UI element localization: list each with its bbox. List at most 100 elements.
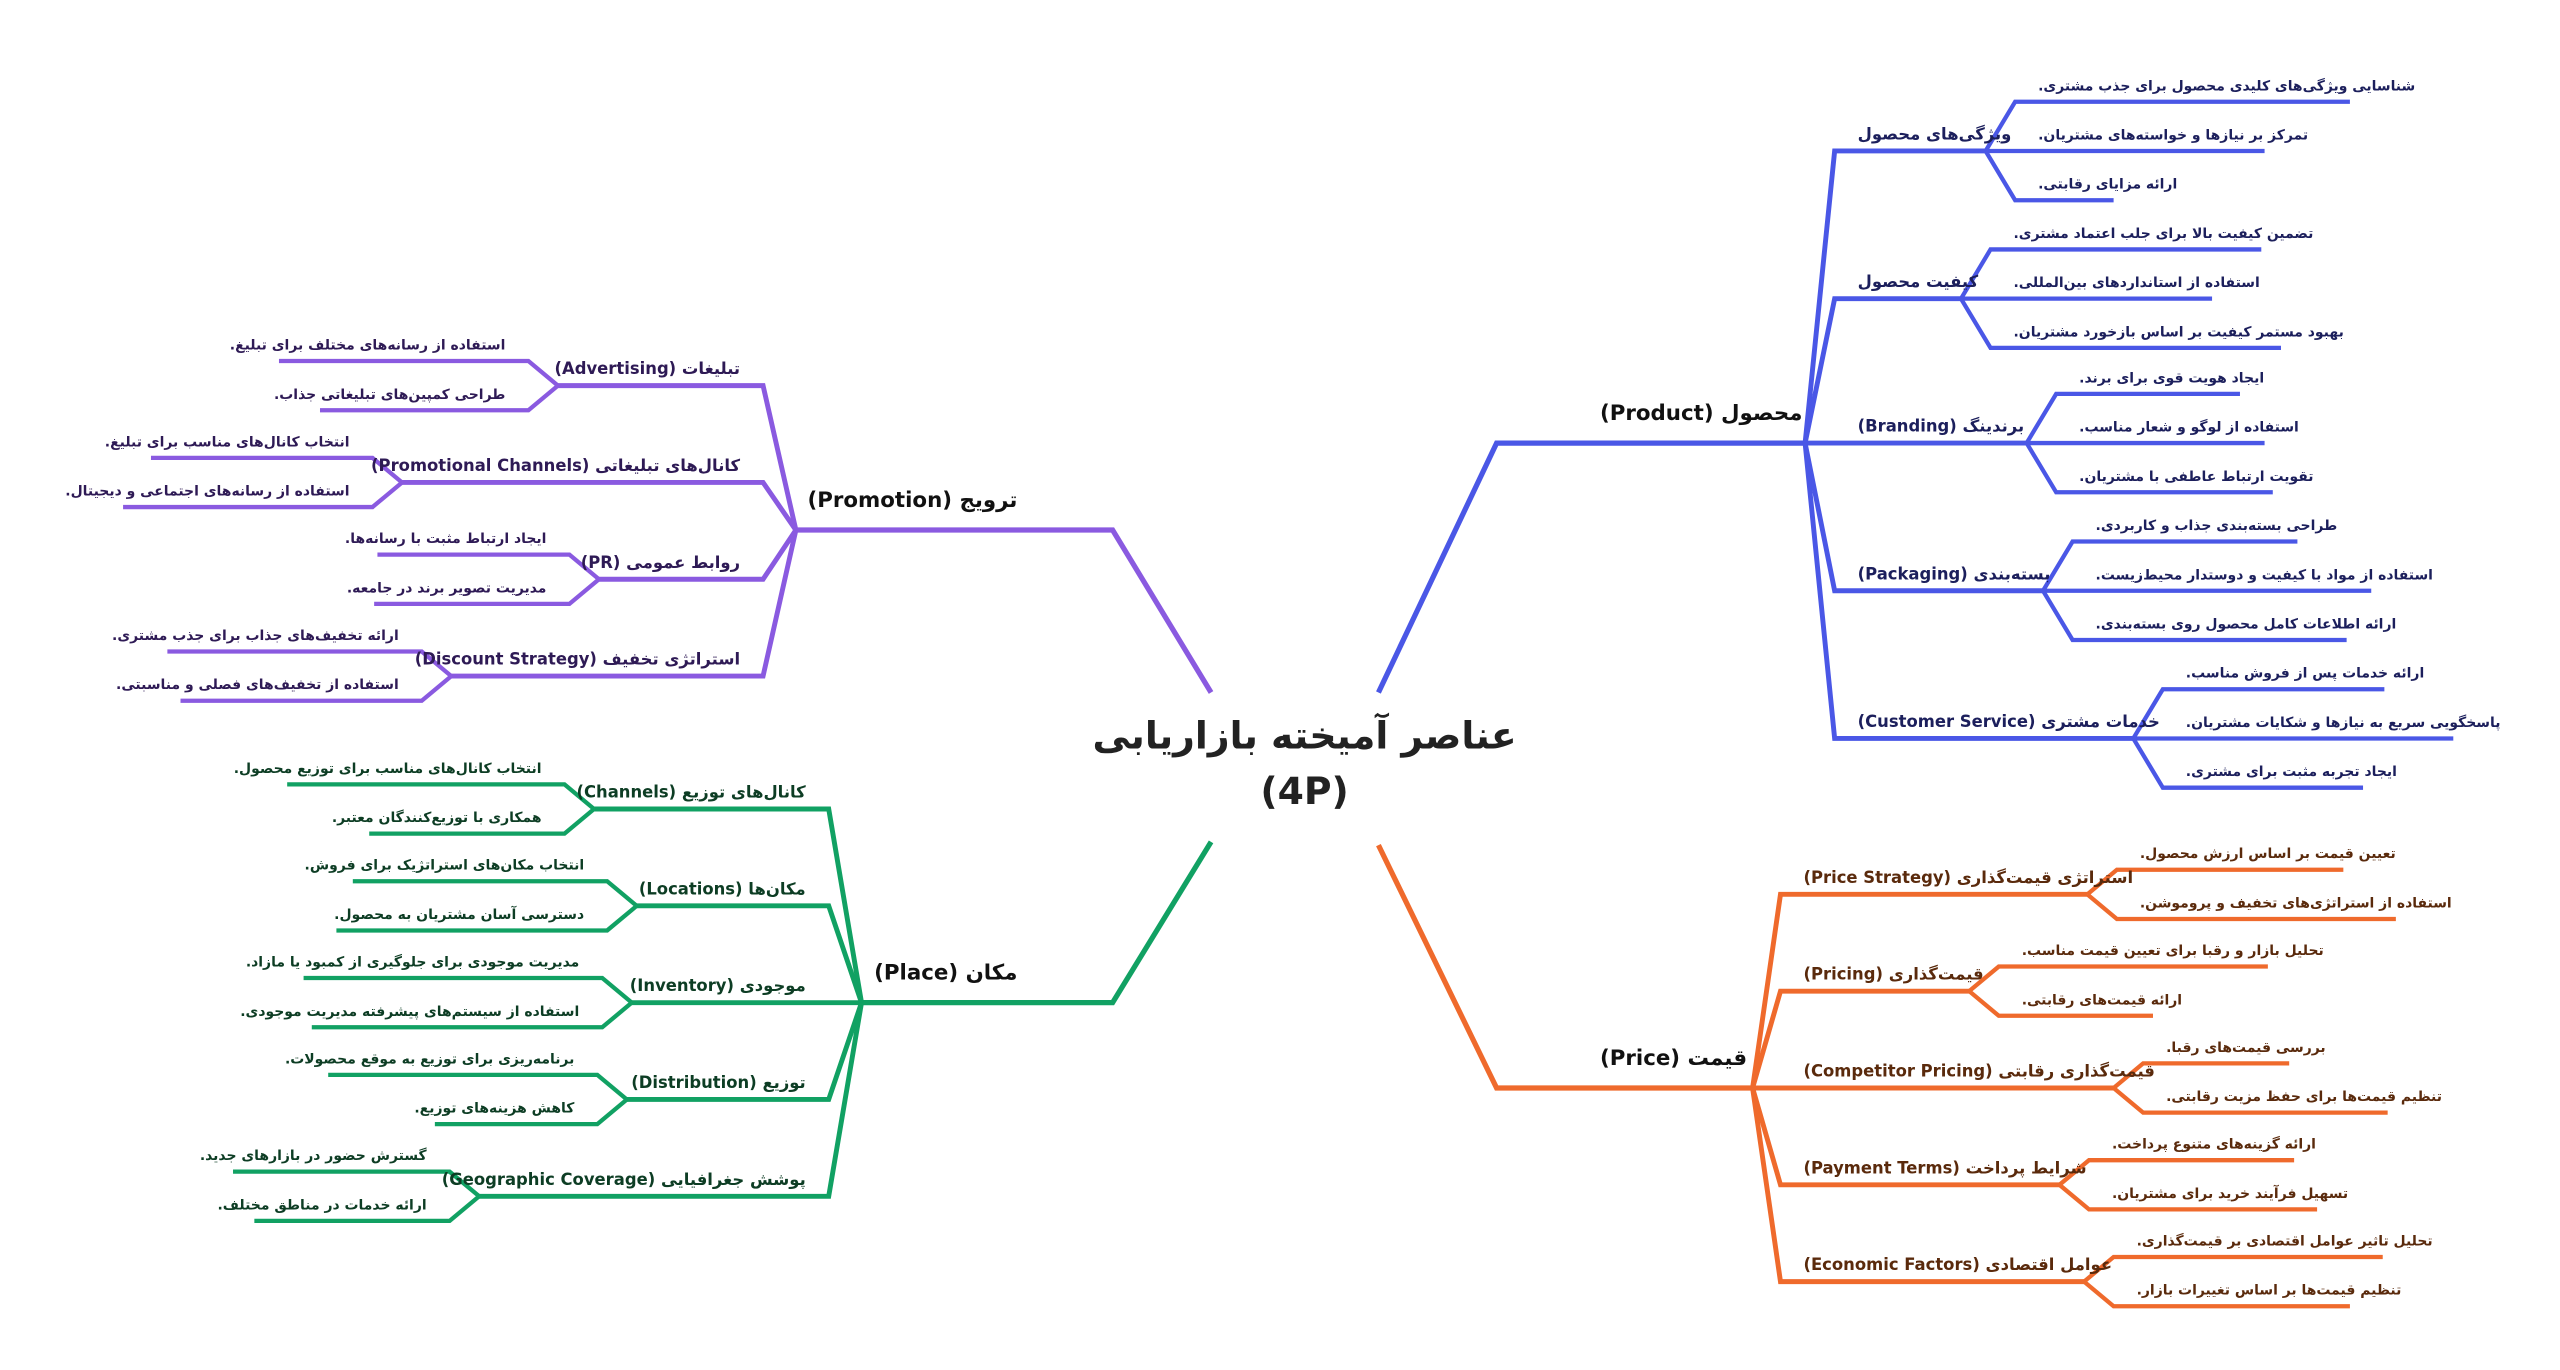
place-leaf-line — [369, 807, 596, 836]
product-leaf-text[interactable]: پاسخگویی سریع به نیازها و شکایات مشتریان… — [2185, 715, 2501, 732]
product-leaf-text[interactable]: ایجاد هویت قوی برای برند. — [2079, 370, 2265, 388]
place-leaf-line — [352, 879, 639, 908]
promotion-sub-line — [451, 529, 799, 679]
promotion-leaf-text[interactable]: ارائه تخفیف‌های جذاب برای جذب مشتری. — [112, 628, 399, 645]
place-leaf-text[interactable]: همکاری با توزیع‌کنندگان معتبر. — [331, 810, 542, 828]
product-leaf-text[interactable]: تقویت ارتباط عاطفی با مشتریان. — [2079, 469, 2314, 486]
product-branch-label[interactable]: (Product) محصول — [1599, 402, 1803, 427]
product-sub-label[interactable]: (Customer Service) خدمات مشتری — [1857, 713, 2160, 732]
price-leaf-line — [2112, 1086, 2388, 1115]
promotion-sub-label[interactable]: (PR) روابط عمومی — [580, 554, 741, 573]
price-leaf-text[interactable]: ارائه قیمت‌های رقابتی. — [2021, 992, 2183, 1010]
price-leaf-line — [1967, 964, 2268, 993]
product-leaf-text[interactable]: تمرکز بر نیازها و خواسته‌های مشتریان. — [2038, 127, 2309, 145]
central-title-abbrev: (4P) — [1260, 771, 1349, 814]
promotion-leaf-text[interactable]: انتخاب کانال‌های مناسب برای تبلیغ. — [104, 434, 350, 452]
price-leaf-text[interactable]: تسهیل فرآیند خرید برای مشتریان. — [2111, 1186, 2349, 1203]
place-sub-line — [636, 903, 864, 1004]
place-sub-label[interactable]: (Channels) کانال‌های توزیع — [576, 784, 806, 803]
promotion-sub-line — [598, 528, 798, 582]
price-branch-label[interactable]: (Price) قیمت — [1599, 1046, 1748, 1072]
product-sub-label[interactable]: (Packaging) بسته‌بندی — [1857, 566, 2051, 585]
product-leaf-line — [1959, 297, 2281, 351]
price-sub-label[interactable]: (Competitor Pricing) قیمت‌گذاری رقابتی — [1803, 1063, 2155, 1082]
place-leaf-line — [287, 782, 596, 811]
price-sub-label[interactable]: (Economic Factors) عوامل اقتصادی — [1803, 1257, 2113, 1276]
place-branch-line — [861, 840, 1214, 1006]
promotion-leaf-line — [278, 358, 560, 388]
place-leaf-text[interactable]: استفاده از سیستم‌های پیشرفته مدیریت موجو… — [240, 1004, 580, 1021]
price-sub-line — [1750, 891, 2088, 1089]
promotion-branch-label[interactable]: (Promotion) ترویج — [807, 489, 1018, 514]
promotion-leaf-text[interactable]: مدیریت تصویر برند در جامعه. — [346, 580, 547, 598]
promotion-leaf-line — [377, 552, 601, 581]
price-sub-label[interactable]: (Price Strategy) استراتژی قیمت‌گذاری — [1803, 869, 2134, 888]
product-leaf-text[interactable]: ارائه مزایای رقابتی. — [2038, 177, 2178, 194]
place-leaf-text[interactable]: مدیریت موجودی برای جلوگیری از کمبود یا م… — [245, 955, 580, 972]
product-leaf-text[interactable]: استفاده از مواد با کیفیت و دوستدار محیط‌… — [2095, 567, 2433, 585]
price-sub-label[interactable]: (Pricing) قیمت‌گذاری — [1803, 966, 1984, 985]
product-sub-line — [1802, 296, 1961, 444]
price-leaf-text[interactable]: تعیین قیمت بر اساس ارزش محصول. — [2139, 846, 2396, 864]
product-leaf-line — [2041, 589, 2347, 643]
price-leaf-text[interactable]: تنظیم قیمت‌ها بر اساس تغییرات بازار. — [2136, 1283, 2402, 1300]
place-sub-label[interactable]: (Locations) مکان‌ها — [638, 881, 806, 900]
product-sub-line — [1802, 442, 2134, 741]
price-sub-line — [1750, 1087, 2085, 1285]
price-leaf-text[interactable]: استفاده از استراتژی‌های تخفیف و پروموشن. — [2139, 895, 2452, 913]
promotion-sub-label[interactable]: (Promotional Channels) کانال‌های تبلیغات… — [371, 457, 741, 476]
price-leaf-text[interactable]: تحلیل بازار و رقبا برای تعیین قیمت مناسب… — [2021, 943, 2324, 960]
product-sub-label[interactable]: (Branding) برندینگ — [1857, 418, 2025, 437]
promotion-leaf-text[interactable]: طراحی کمپین‌های تبلیغاتی جذاب. — [273, 387, 506, 404]
product-leaf-text[interactable]: استفاده از لوگو و شعار مناسب. — [2079, 420, 2299, 437]
place-sub-label[interactable]: (Inventory) موجودی — [629, 978, 806, 997]
price-sub-label[interactable]: (Payment Terms) شرایط پرداخت — [1803, 1160, 2087, 1179]
product-leaf-text[interactable]: استفاده از استانداردهای بین‌المللی. — [2013, 275, 2260, 293]
product-leaf-line — [1983, 149, 2114, 203]
product-leaf-text[interactable]: بهبود مستمر کیفیت بر اساس بازخورد مشتریا… — [2013, 324, 2344, 342]
product-sub-line — [1802, 442, 2044, 594]
promotion-leaf-text[interactable]: استفاده از تخفیف‌های فصلی و مناسبتی. — [116, 677, 399, 695]
price-leaf-line — [2112, 1061, 2290, 1090]
product-leaf-text[interactable]: تضمین کیفیت بالا برای جلب اعتماد مشتری. — [2013, 226, 2314, 243]
price-leaf-text[interactable]: بررسی قیمت‌های رقبا. — [2166, 1040, 2326, 1057]
promotion-sub-line — [557, 383, 799, 531]
place-leaf-text[interactable]: دسترسی آسان مشتریان به محصول. — [334, 907, 585, 924]
place-branch-label[interactable]: (Place) مکان — [874, 961, 1018, 987]
price-branch-line — [1376, 843, 1753, 1091]
place-sub-label[interactable]: (Geographic Coverage) پوشش جغرافیایی — [441, 1171, 806, 1190]
price-sub-line — [1750, 988, 1970, 1089]
place-leaf-line — [254, 1194, 481, 1224]
promotion-leaf-line — [374, 577, 601, 607]
product-sub-label[interactable]: ویژگی‌های محصول — [1857, 126, 2012, 145]
place-leaf-text[interactable]: ارائه خدمات در مناطق مختلف. — [217, 1197, 427, 1215]
central-title: عناصر آمیخته بازاریابی — [1092, 715, 1517, 759]
place-leaf-text[interactable]: انتخاب کانال‌های مناسب برای توزیع محصول. — [233, 761, 542, 778]
product-leaf-text[interactable]: طراحی بسته‌بندی جذاب و کاربردی. — [2095, 518, 2338, 535]
price-leaf-line — [1967, 989, 2153, 1018]
product-leaf-text[interactable]: ارائه خدمات پس از فروش مناسب. — [2185, 666, 2425, 683]
price-leaf-line — [2058, 1183, 2318, 1212]
product-leaf-text[interactable]: ایجاد تجربه مثبت برای مشتری. — [2185, 764, 2397, 782]
place-sub-label[interactable]: (Distribution) توزیع — [631, 1074, 806, 1093]
promotion-leaf-text[interactable]: ایجاد ارتباط مثبت با رسانه‌ها. — [344, 531, 547, 549]
product-leaf-line — [2131, 687, 2385, 740]
product-leaf-text[interactable]: شناسایی ویژگی‌های کلیدی محصول برای جذب م… — [2038, 78, 2416, 96]
product-sub-label[interactable]: کیفیت محصول — [1857, 274, 1979, 293]
price-leaf-text[interactable]: تنظیم قیمت‌ها برای حفظ مزیت رقابتی. — [2166, 1089, 2442, 1107]
place-leaf-text[interactable]: انتخاب مکان‌های استراتژیک برای فروش. — [304, 858, 585, 875]
promotion-leaf-text[interactable]: استفاده از رسانه‌های مختلف برای تبلیغ. — [229, 338, 506, 355]
promotion-sub-label[interactable]: (Advertising) تبلیغات — [554, 361, 741, 380]
promotion-leaf-text[interactable]: استفاده از رسانه‌های اجتماعی و دیجیتال. — [65, 484, 350, 501]
place-leaf-line — [311, 1001, 634, 1030]
promotion-leaf-line — [150, 455, 404, 485]
price-leaf-text[interactable]: تحلیل تاثیر عوامل اقتصادی بر قیمت‌گذاری. — [2136, 1234, 2433, 1251]
place-leaf-text[interactable]: کاهش هزینه‌های توزیع. — [414, 1101, 575, 1118]
place-leaf-text[interactable]: گسترش حضور در بازارهای جدید. — [199, 1148, 427, 1166]
price-leaf-text[interactable]: ارائه گزینه‌های متنوع پرداخت. — [2111, 1137, 2316, 1154]
place-leaf-text[interactable]: برنامه‌ریزی برای توزیع به موقع محصولات. — [284, 1051, 575, 1069]
product-leaf-text[interactable]: ارائه اطلاعات کامل محصول روی بسته‌بندی. — [2095, 617, 2397, 634]
promotion-sub-label[interactable]: (Discount Strategy) استراتژی تخفیف — [414, 651, 741, 670]
promotion-leaf-line — [123, 480, 404, 510]
